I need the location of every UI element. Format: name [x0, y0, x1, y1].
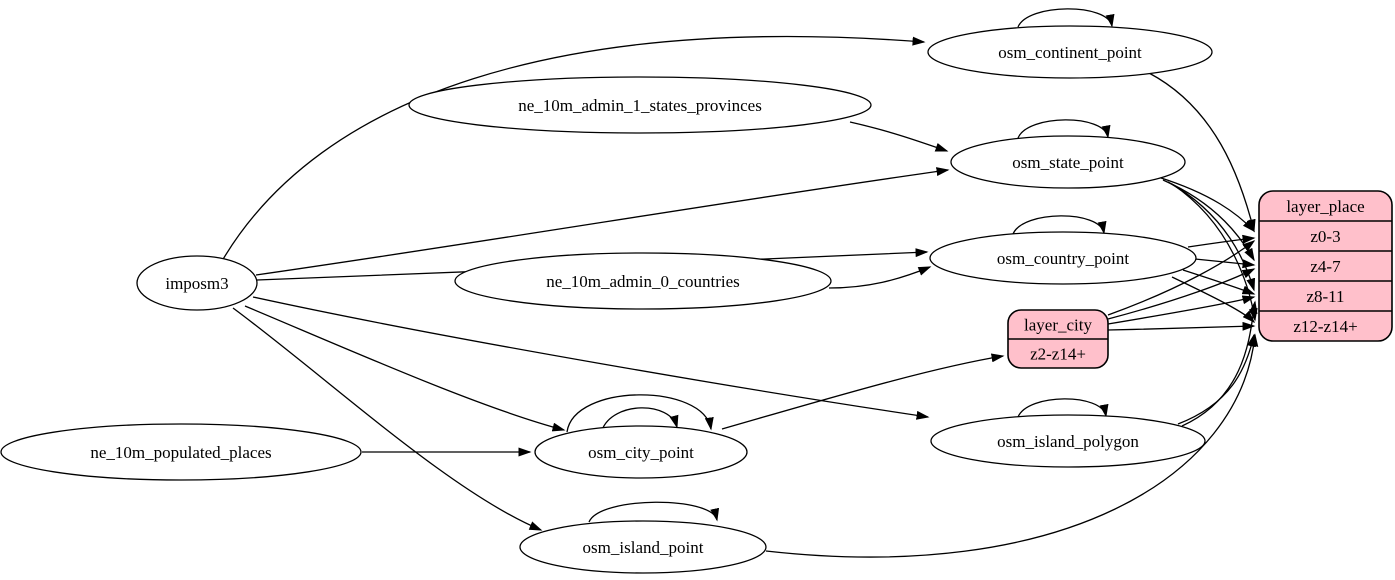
edge-layer_city-to-layer_place-z12-z14+ [1107, 321, 1256, 331]
node-label-osm_continent_point: osm_continent_point [998, 43, 1142, 62]
node-label-imposm3: imposm3 [165, 274, 228, 293]
node-ne_10m_admin_0_countries: ne_10m_admin_0_countries [454, 252, 832, 310]
node-shape-osm_country_point [929, 231, 1197, 285]
edge-layer_city-to-layer_place-z0-3 [1107, 240, 1256, 316]
self-loop-edge-osm_continent_point-to-osm_continent_point [1017, 8, 1115, 28]
record-row-layer_city: z2-z14+ [1030, 345, 1086, 364]
record-title-layer_place: layer_place [1286, 197, 1364, 216]
record-shape-layer_place [1258, 190, 1393, 342]
self-loop-edge-osm_country_point-to-osm_country_point [1012, 215, 1107, 235]
edge-imposm3-to-osm_continent_point [221, 35, 926, 262]
node-osm_island_polygon: osm_island_polygon [930, 414, 1206, 468]
node-shape-ne_10m_populated_places [0, 423, 362, 481]
node-shape-ne_10m_admin_1_states_provinces [408, 76, 872, 134]
edge-layer_city-to-layer_place-z4-7 [1107, 268, 1256, 320]
node-label-osm_state_point: osm_state_point [1012, 153, 1124, 172]
edge-osm_state_point-to-layer_place-z4-7 [1162, 179, 1255, 262]
node-ne_10m_populated_places: ne_10m_populated_places [0, 423, 362, 481]
edge-osm_continent_point-to-layer_place-z0-3 [1148, 72, 1256, 233]
node-label-osm_island_point: osm_island_point [583, 538, 704, 557]
node-label-ne_10m_populated_places: ne_10m_populated_places [90, 443, 271, 462]
node-shape-osm_state_point [950, 135, 1186, 189]
self-loop-edge-osm_island_point-to-osm_island_point [588, 501, 720, 523]
node-shape-osm_island_polygon [930, 414, 1206, 468]
record-title-layer_city: layer_city [1024, 316, 1092, 335]
edge-imposm3-to-osm_island_point [232, 307, 543, 531]
node-shape-osm_continent_point [927, 25, 1213, 79]
self-loop-edge-osm_city_point-to-osm_city_point [601, 407, 679, 431]
node-shape-ne_10m_admin_0_countries [454, 252, 832, 310]
node-shape-osm_city_point [534, 425, 748, 479]
edge-ne_10m_admin_0_countries-to-osm_country_point [828, 266, 932, 289]
edge-osm_island_point-to-layer_place-z12-z14+ [765, 333, 1259, 558]
node-osm_continent_point: osm_continent_point [927, 25, 1213, 79]
node-osm_state_point: osm_state_point [950, 135, 1186, 189]
node-label-osm_country_point: osm_country_point [997, 249, 1129, 268]
edge-osm_country_point-to-layer_place-z0-3 [1187, 234, 1256, 248]
node-osm_city_point: osm_city_point [534, 425, 748, 479]
node-label-ne_10m_admin_1_states_provinces: ne_10m_admin_1_states_provinces [518, 96, 762, 115]
edge-imposm3-to-osm_island_polygon [252, 296, 930, 420]
node-osm_island_point: osm_island_point [519, 520, 767, 574]
edge-layer_city-to-layer_place-z8-11 [1107, 295, 1256, 325]
node-label-osm_city_point: osm_city_point [588, 443, 694, 462]
record-layer_city: layer_city z2-z14+ [1007, 309, 1109, 369]
record-row-layer_place: z12-z14+ [1293, 317, 1357, 336]
edge-imposm3-to-osm_city_point [244, 305, 566, 432]
edge-osm_country_point-to-layer_place-z4-7 [1194, 258, 1256, 269]
edge-osm_state_point-to-layer_place-z8-11 [1167, 181, 1256, 292]
record-layer_place: layer_place z0-3 z4-7 z8-11 z12-z14+ [1258, 190, 1393, 342]
self-loop-edge-osm_island_polygon-to-osm_island_polygon [1017, 398, 1109, 418]
record-row-layer_place: z4-7 [1310, 257, 1341, 276]
edge-ne_10m_admin_1_states_provinces-to-osm_state_point [849, 121, 949, 152]
nodes-layer: imposm3 ne_10m_admin_1_states_provincesne… [0, 25, 1393, 574]
node-shape-imposm3 [136, 255, 258, 311]
node-osm_country_point: osm_country_point [929, 231, 1197, 285]
self-loop-edge-osm_state_point-to-osm_state_point [1017, 119, 1111, 139]
edge-osm_state_point-to-layer_place-z0-3 [1157, 176, 1256, 233]
node-ne_10m_admin_1_states_provinces: ne_10m_admin_1_states_provinces [408, 76, 872, 134]
node-imposm3: imposm3 [136, 255, 258, 311]
edge-osm_island_polygon-to-layer_place-z8-11 [1181, 300, 1258, 427]
node-label-osm_island_polygon: osm_island_polygon [997, 432, 1139, 451]
node-label-ne_10m_admin_0_countries: ne_10m_admin_0_countries [546, 272, 740, 291]
edge-osm_country_point-to-layer_place-z8-11 [1182, 269, 1256, 295]
edge-imposm3-to-osm_state_point [255, 167, 950, 276]
edge-osm_city_point-to-layer_city-z2-z14+ [721, 353, 1005, 430]
node-shape-osm_island_point [519, 520, 767, 574]
record-row-layer_place: z0-3 [1310, 227, 1340, 246]
self-loop-edge-osm_city_point-to-osm_city_point [566, 394, 714, 433]
record-row-layer_place: z8-11 [1306, 287, 1344, 306]
